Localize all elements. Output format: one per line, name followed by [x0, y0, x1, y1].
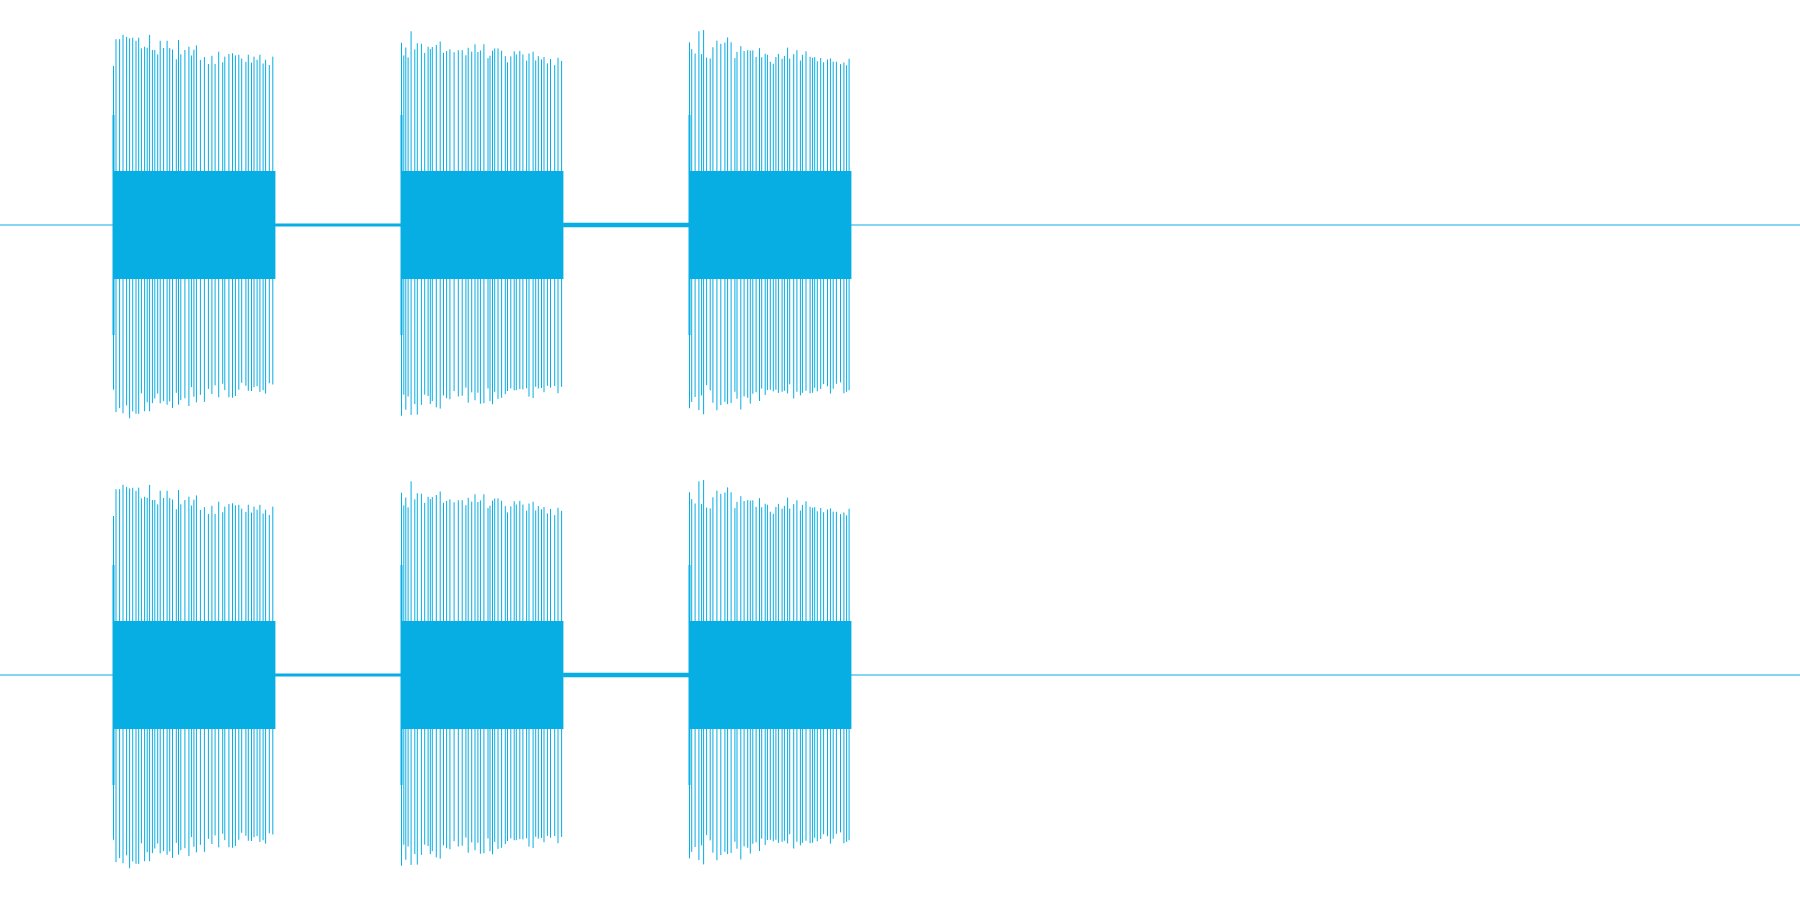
quiet-segment [563, 672, 689, 678]
tone-burst [688, 480, 852, 865]
burst-spikes [401, 481, 563, 866]
tone-burst [112, 34, 276, 419]
quiet-segment [563, 222, 689, 228]
quiet-segment [275, 223, 401, 227]
channel-2-track[interactable] [0, 480, 1800, 869]
burst-spikes [113, 484, 274, 869]
burst-spikes [689, 480, 850, 865]
tone-burst [112, 484, 276, 869]
burst-spikes [689, 30, 850, 415]
burst-spikes [401, 31, 563, 416]
channel-1-track[interactable] [0, 30, 1800, 419]
tone-burst [400, 31, 564, 416]
tone-burst [688, 30, 852, 415]
quiet-segment [275, 673, 401, 677]
tone-burst [400, 481, 564, 866]
burst-spikes [113, 34, 274, 419]
